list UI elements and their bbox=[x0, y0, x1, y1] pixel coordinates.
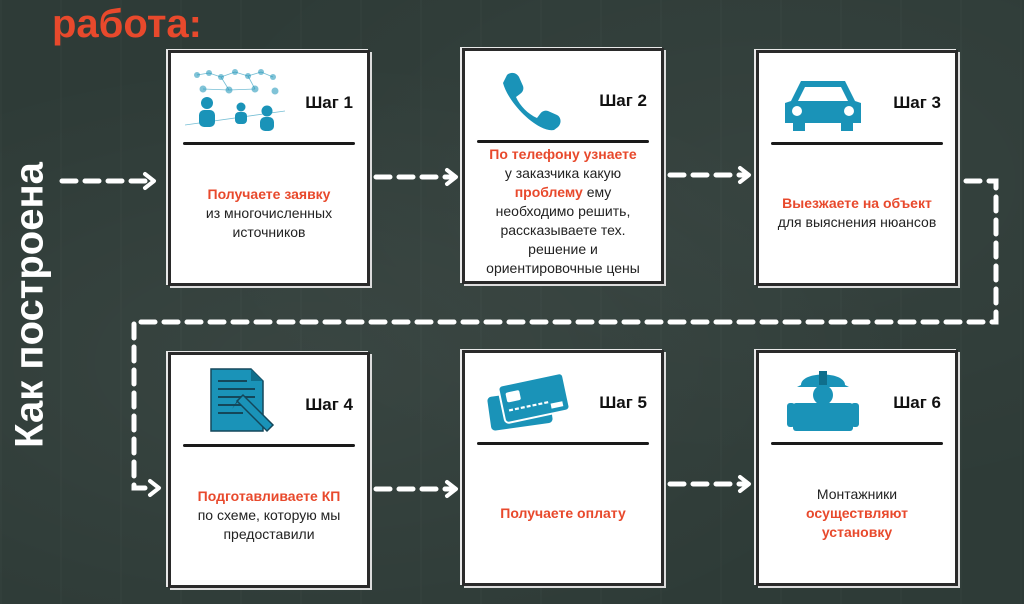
phone-icon bbox=[503, 72, 561, 131]
step-text: решение и bbox=[528, 240, 598, 257]
title-line-1: Как построена bbox=[7, 162, 52, 448]
step-description: Подготавливаете КП по схеме, которую мы … bbox=[179, 451, 359, 579]
step-highlight: проблему bbox=[514, 183, 583, 200]
step-text: у заказчика какую bbox=[504, 164, 622, 181]
step-card-4: Шаг 4 Подготавливаете КП по схеме, котор… bbox=[168, 352, 370, 588]
step-description: По телефону узнаете у заказчика какую пр… bbox=[473, 145, 653, 276]
step-highlight: Выезжаете на объект bbox=[782, 195, 932, 211]
step-highlight: Подготавливаете КП bbox=[197, 487, 341, 504]
divider bbox=[477, 140, 649, 143]
step-card-6: Шаг 6 Монтажники осуществляют установку bbox=[756, 350, 958, 586]
step-highlight: Получаете оплату bbox=[500, 504, 626, 521]
step-text: Монтажники bbox=[816, 485, 898, 502]
step-card-2: Шаг 2 По телефону узнаете у заказчика ка… bbox=[462, 48, 664, 284]
step-highlight: осуществляют bbox=[806, 504, 908, 521]
divider bbox=[771, 142, 943, 145]
vertical-title: Как построена bbox=[0, 0, 60, 604]
step-label: Шаг 3 bbox=[893, 93, 941, 112]
step-text: необходимо решить, bbox=[495, 202, 631, 219]
step-card-1: Шаг 1 Получаете заявку из многочисленных… bbox=[168, 50, 370, 286]
step-description: Получаете заявку из многочисленных источ… bbox=[179, 149, 359, 277]
step-text: источников bbox=[232, 223, 306, 240]
step-text: предоставили bbox=[223, 525, 315, 542]
step-text: рассказываете тех. bbox=[500, 221, 626, 238]
step-text: ориентировочные цены bbox=[486, 259, 640, 276]
divider bbox=[183, 142, 355, 145]
step-label: Шаг 5 bbox=[599, 393, 647, 412]
step-highlight: Получаете заявку bbox=[207, 185, 331, 202]
divider bbox=[477, 442, 649, 445]
step-text: по схеме, которую мы bbox=[197, 506, 341, 523]
step-description: Монтажники осуществляют установку bbox=[767, 449, 947, 577]
crowd-icon bbox=[185, 69, 285, 131]
step-card-3: Шаг 3 Выезжаете на объект для выяснения … bbox=[756, 50, 958, 286]
step-label: Шаг 4 bbox=[305, 395, 353, 414]
step-text: ему bbox=[582, 183, 612, 200]
car-icon bbox=[785, 81, 861, 131]
title-line-2: работа: bbox=[52, 2, 202, 46]
credit-cards-icon bbox=[487, 372, 571, 431]
step-label: Шаг 2 bbox=[599, 91, 647, 110]
step-description: Получаете оплату bbox=[473, 449, 653, 577]
divider bbox=[771, 442, 943, 445]
step-description: Выезжаете на объект для выяснения нюансо… bbox=[767, 149, 947, 277]
divider bbox=[183, 444, 355, 447]
step-card-5: Шаг 5 Получаете оплату bbox=[462, 350, 664, 586]
step-text: из многочисленных bbox=[205, 204, 333, 221]
worker-helmet-icon bbox=[787, 371, 859, 431]
step-text: для выяснения нюансов bbox=[777, 214, 937, 230]
step-highlight: установку bbox=[821, 523, 893, 540]
step-text-line: проблему ему bbox=[515, 183, 612, 202]
step-highlight: По телефону узнаете bbox=[489, 145, 637, 162]
step-label: Шаг 1 bbox=[305, 93, 353, 112]
document-pen-icon bbox=[210, 368, 275, 433]
step-label: Шаг 6 bbox=[893, 393, 941, 412]
